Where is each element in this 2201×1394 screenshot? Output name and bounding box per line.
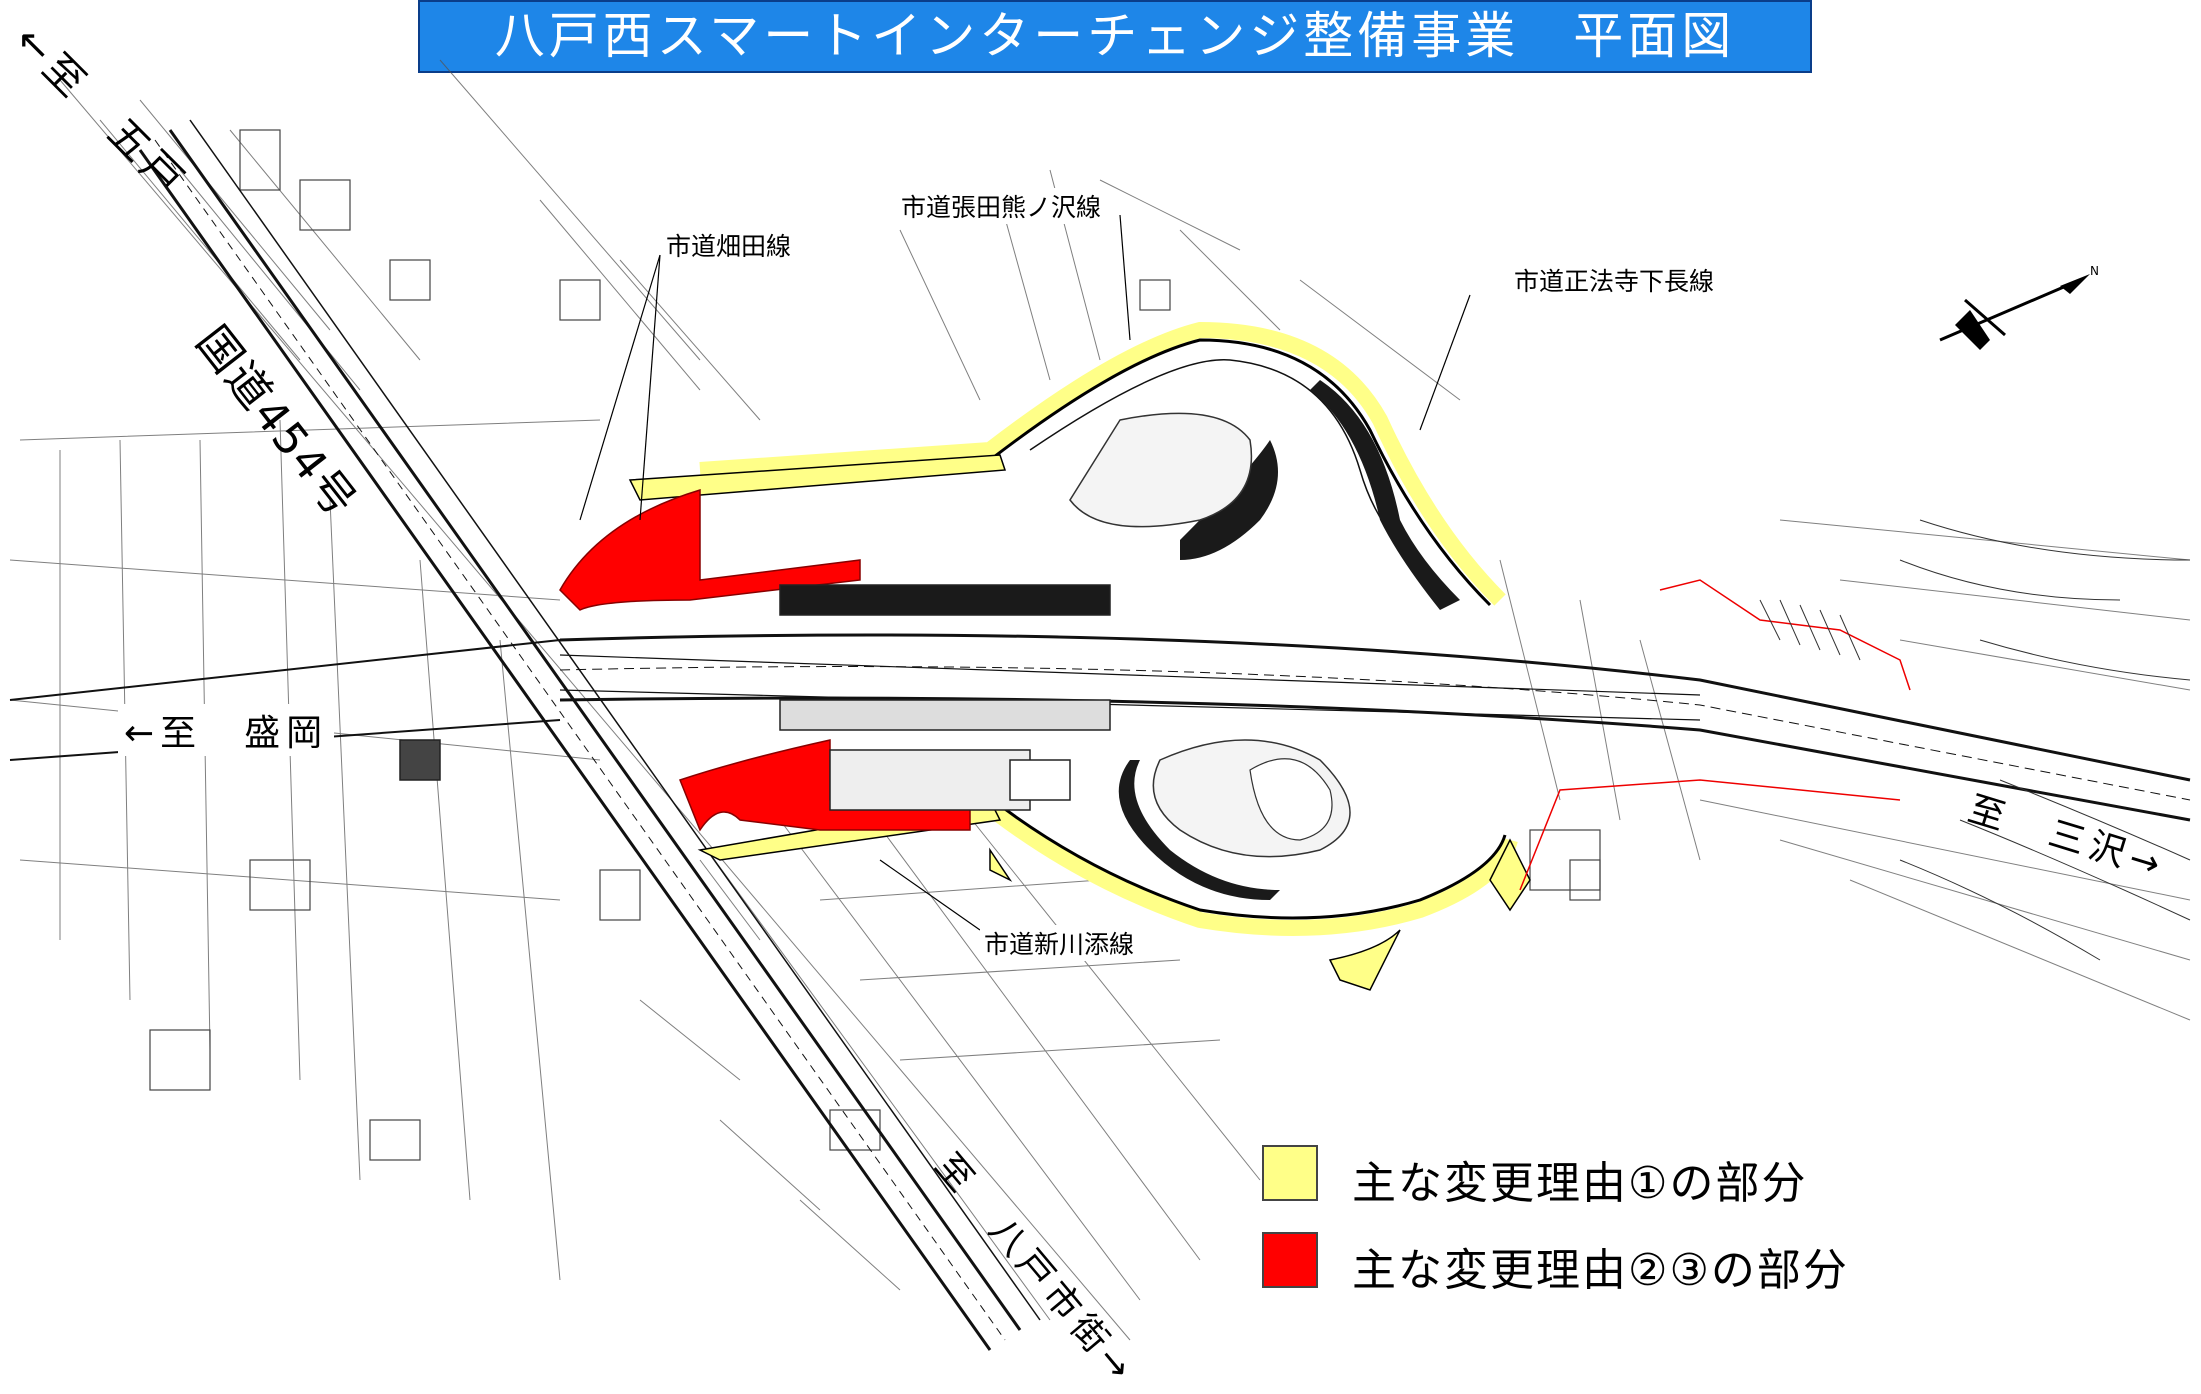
legend-swatch-yellow: [1262, 1145, 1318, 1201]
legend-text-reason-23: 主な変更理由②③の部分: [1352, 1245, 1849, 1296]
project-boundary: [1519, 579, 1911, 891]
national-route-454: [138, 119, 1041, 1351]
north-loop-ramp: [699, 321, 1506, 610]
slope-hatching: [1759, 519, 2191, 961]
north-label: N: [2090, 264, 2099, 278]
north-arrow: [1939, 274, 2090, 350]
road-label-harita: 市道張田熊ノ沢線: [897, 188, 1106, 224]
gate-area: [399, 584, 1111, 811]
direction-morioka: ←至 盛岡: [118, 704, 335, 756]
expressway-mainline: [559, 633, 2191, 822]
legend-swatch-red: [1262, 1232, 1318, 1288]
road-label-shinkawa: 市道新川添線: [980, 925, 1139, 961]
map-title: 八戸西スマートインターチェンジ整備事業 平面図: [418, 0, 1812, 73]
road-label-hatada: 市道畑田線: [662, 227, 796, 263]
legend-text-reason-1: 主な変更理由①の部分: [1352, 1158, 1808, 1209]
label-leaders: [579, 214, 1471, 931]
building-outlines: [149, 129, 1601, 1161]
south-loop-ramp: [975, 739, 1531, 936]
road-label-shohoji: 市道正法寺下長線: [1510, 262, 1719, 298]
